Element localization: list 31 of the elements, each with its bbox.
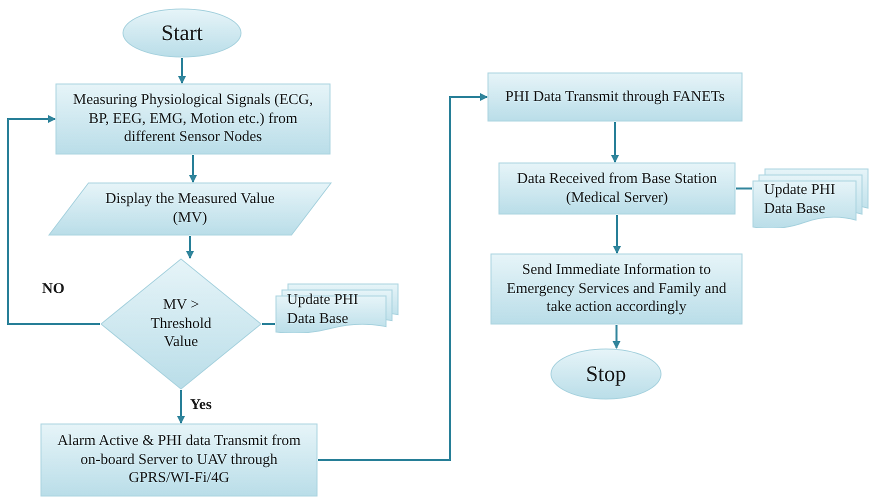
process-box: [498, 162, 736, 215]
connector-arrow: [612, 325, 620, 349]
connector-arrow: [613, 215, 621, 254]
stop-terminal: [550, 348, 662, 400]
connector-arrow: [611, 122, 619, 163]
node-text: Stop: [586, 360, 626, 388]
node-text: Update PHI Data Base: [287, 291, 360, 329]
process-box: [487, 72, 743, 122]
connector-arrow: [178, 58, 186, 84]
process-box: [490, 253, 743, 325]
process-box: [55, 83, 331, 155]
database-document-stack: [752, 168, 869, 228]
connector-arrow: [189, 155, 197, 183]
node-text: Display the Measured Value (MV): [104, 190, 276, 228]
decision-diamond: [100, 258, 262, 390]
input-parallelogram: [48, 182, 332, 236]
node-text: Update PHI Data Base: [764, 181, 836, 219]
node-text: Start: [161, 19, 203, 47]
process-box: [40, 423, 318, 497]
start-terminal: [122, 8, 242, 58]
node-text: PHI Data Transmit through FANETs: [505, 88, 725, 106]
connector-arrow: [7, 115, 100, 325]
node-text: Measuring Physiological Signals (ECG, BP, EEG, EMG, Motion etc.) from different Sensor Nodes: [72, 90, 314, 148]
database-document-stack: [275, 283, 399, 333]
node-text: Data Received from Base Station (Medical Server): [516, 170, 718, 208]
connector-arrow: [186, 236, 194, 259]
connector-arrow: [177, 390, 185, 424]
node-text: MV > Threshold Value: [150, 296, 212, 352]
node-text: Send Immediate Information to Emergency Services and Family and take action accordingly: [506, 260, 728, 318]
connector-arrow: [318, 93, 488, 461]
node-text: Alarm Active & PHI data Transmit from on-board Server to UAV through GPRS/WI-Fi/4G: [56, 432, 302, 488]
